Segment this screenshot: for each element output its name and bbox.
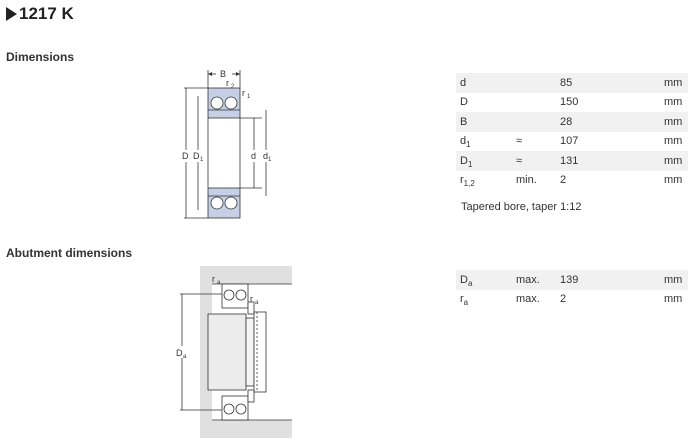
section-heading-dimensions: Dimensions	[6, 50, 75, 64]
page-title: 1217 K	[6, 4, 74, 24]
ball-bottom-left	[223, 403, 235, 415]
cell-value: 107	[560, 135, 579, 148]
label-r1-sub: 1	[247, 94, 251, 100]
table-row: B 28 mm	[456, 112, 688, 132]
abutment-table: Da max. 139 mm ra max. 2 mm	[456, 270, 688, 309]
triangle-icon	[6, 7, 17, 21]
table-row: D 150 mm	[456, 93, 688, 113]
shaft-step	[245, 317, 255, 387]
cell-qualifier	[512, 93, 556, 113]
label-r1: r	[242, 88, 245, 98]
table-row: Da max. 139 mm	[456, 270, 688, 290]
dimensions-table: d 85 mm D 150 mm B 28 mm d1 ≈ 107 mm D1 …	[456, 73, 688, 190]
spacer-top	[247, 301, 255, 315]
cell-symbol: B	[456, 112, 512, 132]
cell-symbol: Da	[456, 270, 512, 290]
b-arrow-left	[208, 72, 212, 76]
cell-value: 28	[556, 112, 660, 132]
label-d-outer: D	[182, 151, 189, 161]
cell-qualifier	[512, 112, 556, 132]
cell-symbol: ra	[460, 293, 469, 308]
label-da: D	[176, 348, 183, 358]
bearing-dimension-drawing: B r 2 r 1 D D 1 d d 1	[182, 69, 272, 219]
ball-bottom-right	[224, 196, 238, 210]
cell-unit: mm	[660, 270, 688, 290]
label-r2: r	[226, 78, 229, 88]
cell-symbol: D1	[456, 151, 512, 171]
cell-unit: mm	[660, 151, 688, 171]
cell-unit: mm	[664, 135, 683, 148]
lock-nut	[253, 311, 267, 393]
table-row: D1 ≈ 131 mm	[456, 151, 688, 171]
ball-top-right	[235, 289, 247, 301]
ball-top-left	[223, 289, 235, 301]
cell-symbol: r1,2	[460, 174, 475, 189]
table-row: ra max. 2 mm	[456, 290, 688, 310]
label-b: B	[220, 69, 226, 79]
label-d-bore: d	[251, 151, 256, 161]
cell-unit: mm	[660, 112, 688, 132]
cell-unit: mm	[664, 174, 683, 187]
label-d1-outer: D	[193, 151, 200, 161]
cell-symbol: d1	[460, 135, 471, 150]
table-row: d1 ≈ 107 mm	[456, 132, 688, 152]
spacer-bottom	[247, 389, 255, 403]
page-title-text: 1217 K	[19, 4, 74, 23]
label-ra-mid-sub: a	[255, 300, 259, 306]
cell-symbol: D	[460, 96, 468, 109]
label-d1-outer-sub: 1	[200, 157, 204, 163]
abutment-dimension-drawing: r a r a D a	[176, 266, 292, 438]
ball-bottom-right	[235, 403, 247, 415]
cell-qualifier: max.	[512, 270, 556, 290]
label-da-sub: a	[183, 354, 187, 360]
ball-top-left	[210, 96, 224, 110]
label-ra-mid: r	[250, 294, 253, 304]
cell-value: 85	[556, 73, 660, 93]
label-r2-sub: 2	[231, 84, 235, 90]
cell-value: 2	[560, 293, 567, 306]
cell-qualifier: max.	[516, 293, 540, 306]
cell-unit: mm	[664, 96, 683, 109]
cell-symbol: d	[456, 73, 512, 93]
cell-qualifier: ≈	[516, 135, 523, 148]
label-ra-top-sub: a	[217, 280, 221, 286]
cell-value: 150	[560, 96, 579, 109]
cell-value: 131	[556, 151, 660, 171]
cell-unit: mm	[664, 293, 683, 306]
table-row: r1,2 min. 2 mm	[456, 171, 688, 191]
label-d1-inner-sub: 1	[268, 157, 272, 163]
label-d1-inner: d	[263, 151, 268, 161]
cell-unit: mm	[660, 73, 688, 93]
label-ra-top: r	[212, 274, 215, 284]
cell-qualifier: ≈	[512, 151, 556, 171]
b-arrow-right	[236, 72, 240, 76]
section-heading-abutment: Abutment dimensions	[6, 246, 133, 260]
cell-value: 2	[560, 174, 567, 187]
cell-qualifier	[512, 73, 556, 93]
ball-bottom-left	[210, 196, 224, 210]
shaft	[207, 313, 247, 391]
cell-value: 139	[556, 270, 660, 290]
ball-top-right	[224, 96, 238, 110]
table-row: d 85 mm	[456, 73, 688, 93]
bore-note: Tapered bore, taper 1:12	[461, 201, 582, 213]
cell-qualifier: min.	[516, 174, 537, 187]
